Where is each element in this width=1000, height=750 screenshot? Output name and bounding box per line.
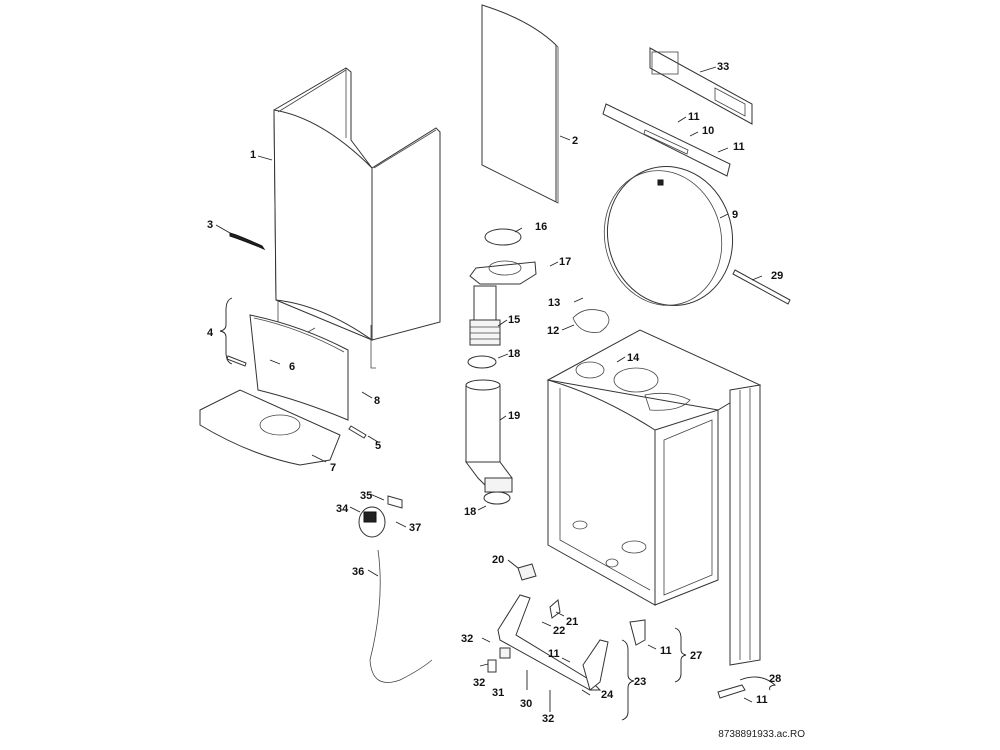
front-casing-part-1 [273,67,441,369]
callout-33: 33 [717,61,729,73]
grommet-part-20 [517,563,537,581]
callout-14: 14 [627,352,640,364]
callout-11b: 11 [733,141,745,153]
callout-24: 24 [601,689,614,701]
callout-32b: 32 [473,677,485,689]
callout-13: 13 [548,297,560,309]
callout-27: 27 [690,650,702,662]
seal-strip-part-29 [732,269,791,305]
vessel-bracket-part-10 [602,103,731,177]
pressure-switch-part-34 [358,495,403,538]
callout-10: 10 [702,125,714,137]
callout-19: 19 [508,410,520,422]
callout-32a: 32 [461,633,473,645]
callout-15: 15 [508,314,520,326]
callout-22: 22 [553,625,565,637]
callout-11e: 11 [756,694,768,706]
logo-badge-part-3 [229,232,266,251]
callout-23: 23 [634,676,646,688]
callout-labels: 1 2 3 4 5 6 7 8 9 10 11 11 11 11 11 12 1… [207,61,783,725]
callout-31: 31 [492,687,504,699]
callout-21: 21 [566,616,578,628]
callout-34: 34 [336,503,349,515]
callout-4: 4 [207,327,214,339]
callout-12: 12 [547,325,559,337]
callout-5: 5 [375,440,381,452]
silicone-tube-part-36 [369,549,433,683]
boiler-frame-chassis [546,329,762,666]
callout-18a: 18 [508,348,520,360]
drawing-reference-code: 8738891933.ac.RO [718,729,805,740]
side-panel-part-2 [481,4,559,204]
expansion-vessel-part-9 [603,166,734,306]
callout-16: 16 [535,221,547,233]
flue-assembly [465,228,537,505]
grouping-braces [219,297,777,721]
gasket-part-12 [572,309,610,333]
callout-6: 6 [289,361,295,373]
callout-11d: 11 [660,645,672,657]
callout-3: 3 [207,219,213,231]
callout-36: 36 [352,566,364,578]
callout-1: 1 [250,149,256,161]
callout-30: 30 [520,698,532,710]
pin-part-5 [348,425,367,439]
bottom-tray-part-7 [199,389,341,466]
wall-bracket-part-33 [649,47,753,125]
callout-35: 35 [360,490,372,502]
bracket-part-28 [717,684,746,699]
callout-7: 7 [330,462,336,474]
lower-support-frame-part-30 [487,594,609,691]
callout-18b: 18 [464,506,476,518]
leader-lines [215,66,763,712]
bracket-part-21 [549,599,561,619]
control-panel-assembly-part-4 [226,314,349,421]
callout-20: 20 [492,554,504,566]
callout-29: 29 [771,270,783,282]
callout-11a: 11 [688,111,700,123]
callout-2: 2 [572,135,578,147]
callout-32c: 32 [542,713,554,725]
callout-37: 37 [409,522,421,534]
callout-8: 8 [374,395,380,407]
callout-9: 9 [732,209,738,221]
callout-17: 17 [559,256,571,268]
callout-28: 28 [769,673,781,685]
bracket-part-27 [629,619,646,646]
callout-11c: 11 [548,648,560,660]
